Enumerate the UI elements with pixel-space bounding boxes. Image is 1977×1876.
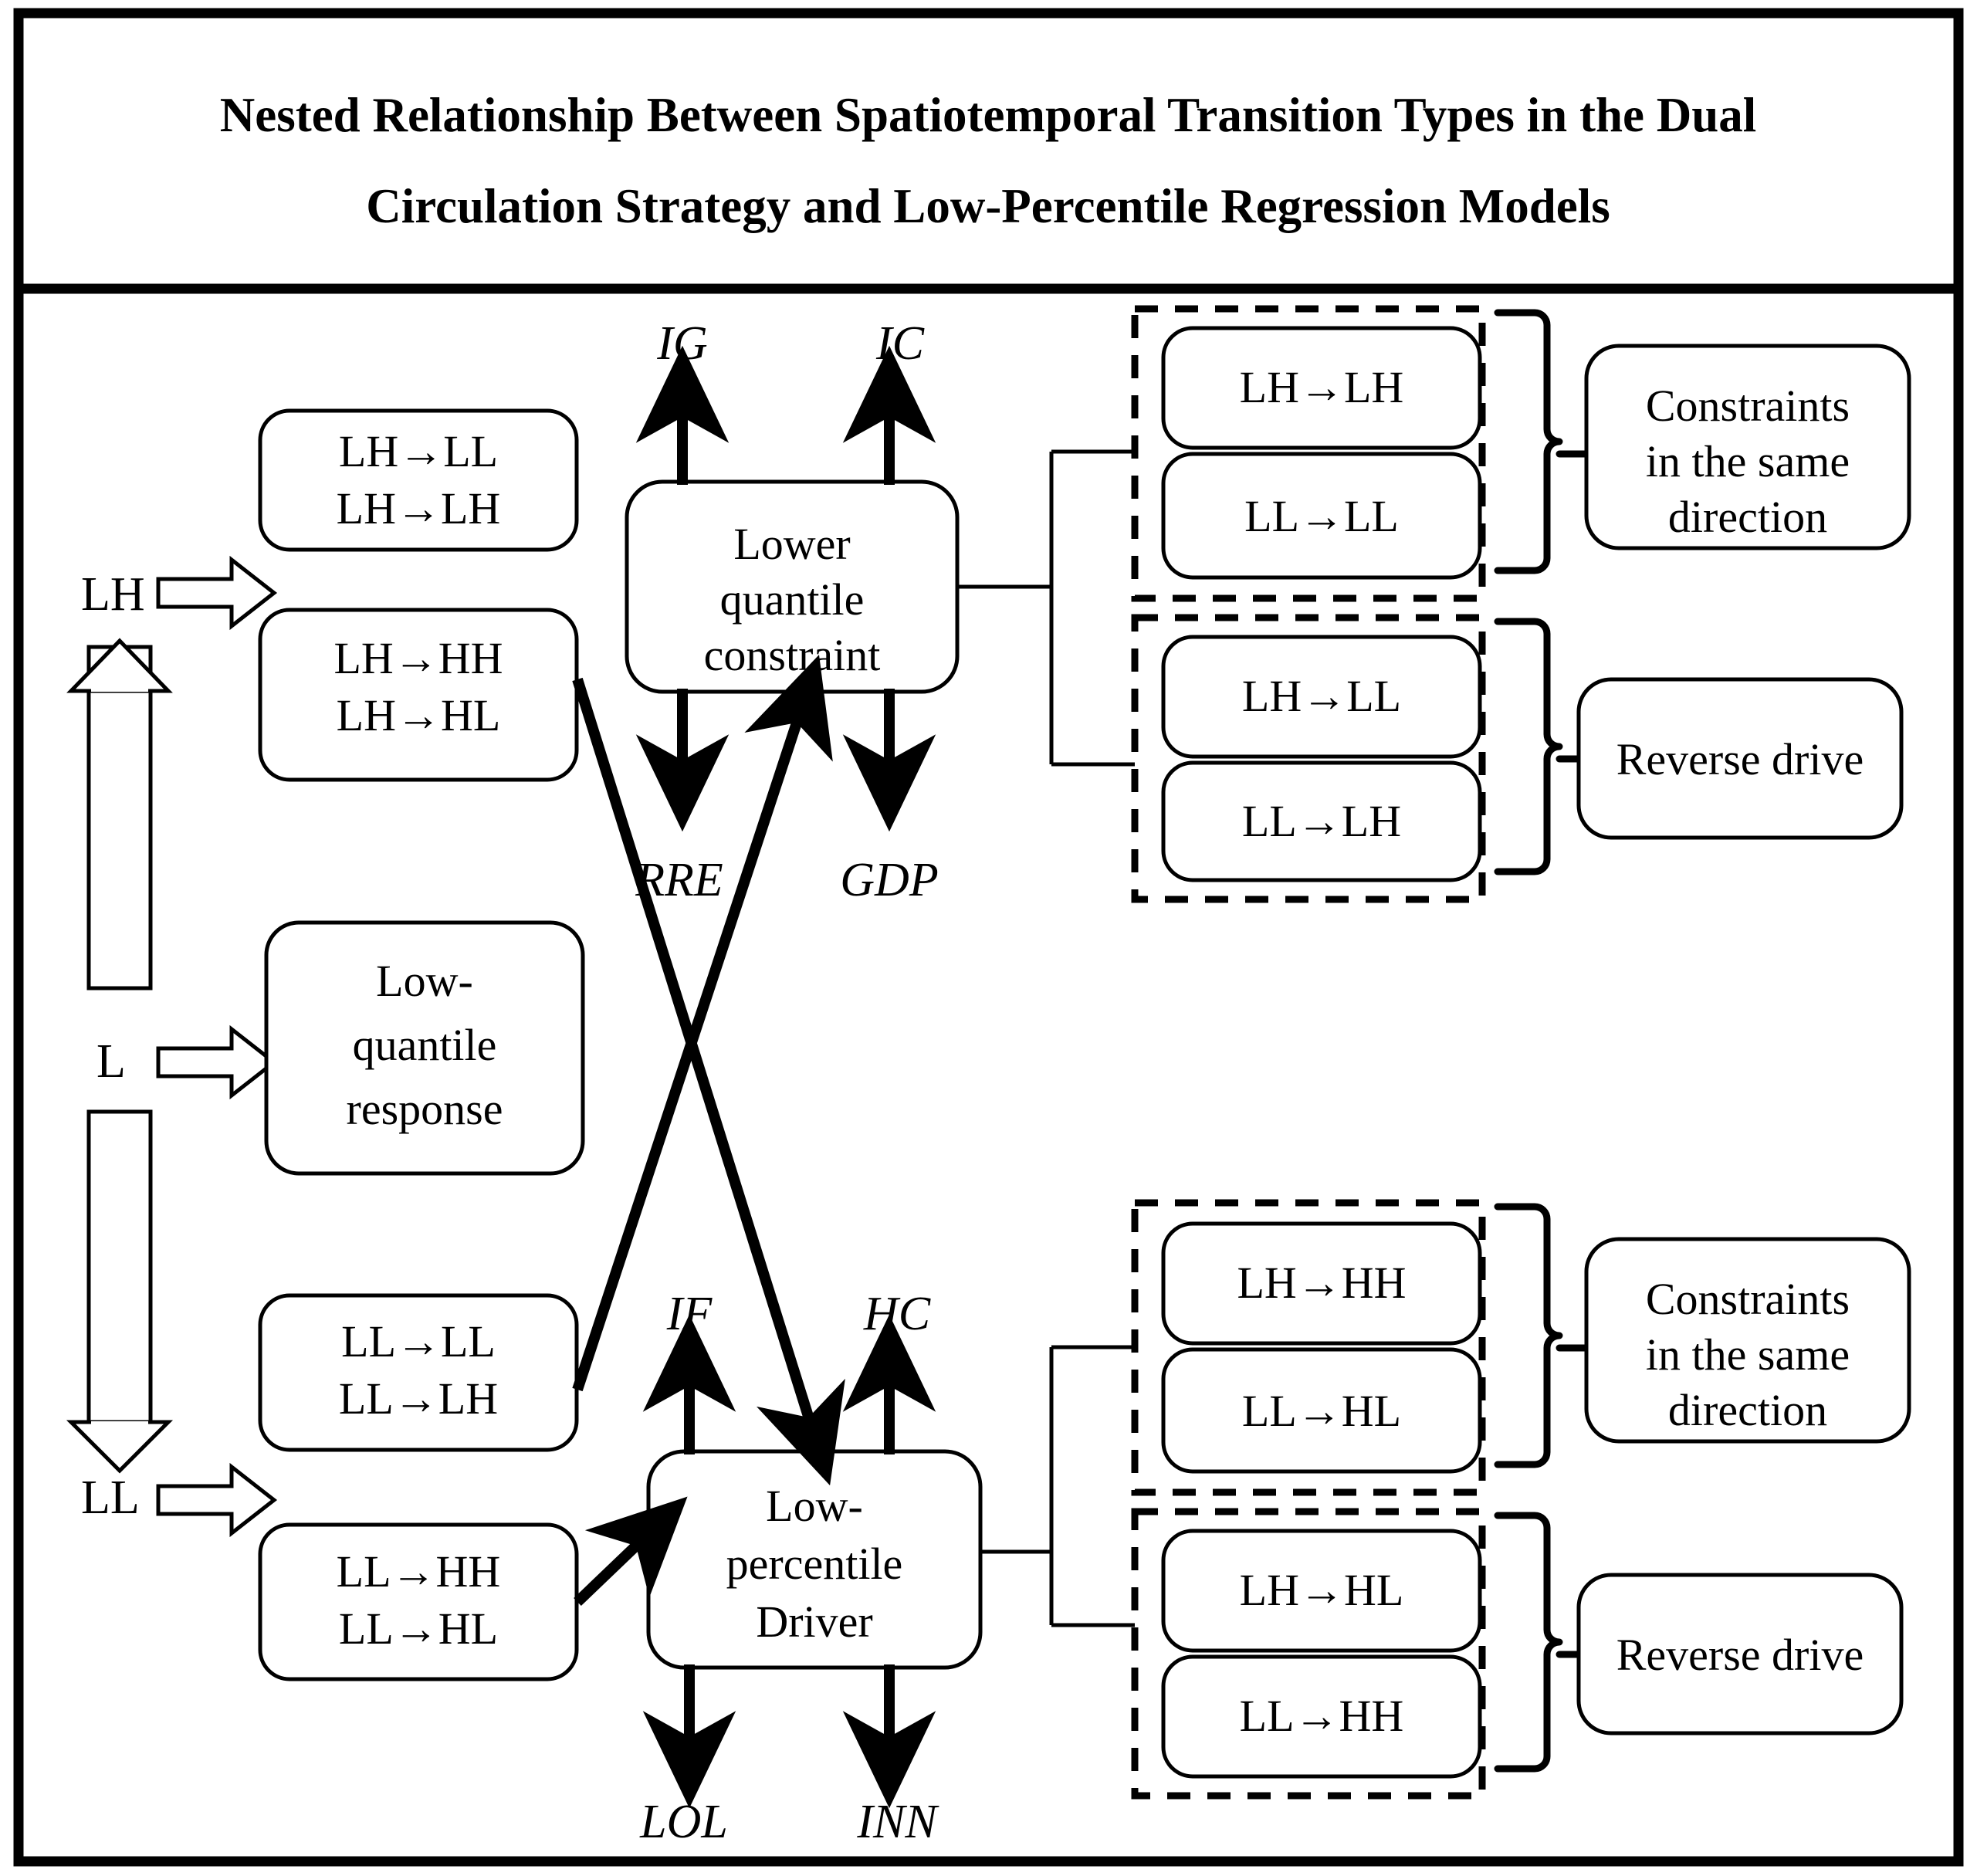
right-label-upper-reverse-line1: Reverse drive [1616, 734, 1864, 784]
arrow-lh-high-to-driver [572, 677, 845, 1486]
axis-label-lh: LH [81, 568, 145, 621]
axis-down-block-arrow-head [66, 1420, 174, 1474]
low-quantile-response-line1: Low- [376, 956, 473, 1006]
right-box-lower-reverse-1-label: LH→HL [1240, 1565, 1404, 1615]
right-label-upper-same-line3: direction [1668, 492, 1827, 542]
variable-ic: IC [875, 317, 925, 370]
connector-driver-to-groups [980, 1345, 1135, 1627]
right-box-lower-same-1[interactable]: LH→HH [1161, 1221, 1482, 1346]
center-box-lower-quantile-constraint[interactable]: Lower quantile constraint [625, 479, 960, 694]
right-box-lower-same-2[interactable]: LL→HL [1161, 1347, 1482, 1474]
left-box-lh-low-line2: LH→LH [337, 483, 501, 533]
right-box-upper-same-1[interactable]: LH→LH [1161, 326, 1482, 450]
left-box-lh-low[interactable]: LH→LL LH→LH [258, 408, 579, 552]
left-box-ll-low-line1: LL→LL [341, 1316, 496, 1366]
lower-quantile-constraint-line3: constraint [704, 630, 881, 680]
variable-if: IF [666, 1288, 713, 1340]
left-box-ll-high-line2: LL→HL [339, 1603, 498, 1654]
left-box-ll-high-line1: LL→HH [337, 1546, 501, 1597]
lower-quantile-constraint-line1: Lower [733, 519, 850, 569]
dashed-group-lower-reverse [1131, 1508, 1486, 1800]
right-box-upper-reverse-2[interactable]: LL→LH [1161, 760, 1482, 882]
low-quantile-response-line2: quantile [353, 1020, 497, 1070]
variable-lol: LOL [639, 1796, 728, 1848]
right-label-lower-same-line2: in the same [1646, 1329, 1850, 1380]
left-box-lh-high-line2: LH→HL [337, 690, 501, 740]
pointer-arrow-l [156, 1024, 278, 1100]
center-box-low-percentile-driver[interactable]: Low- percentile Driver [646, 1449, 983, 1670]
variable-hc: HC [863, 1288, 931, 1340]
variable-ig: IG [656, 317, 707, 370]
right-label-lower-same-line1: Constraints [1646, 1274, 1850, 1324]
left-box-ll-low[interactable]: LL→LL LL→LH [258, 1293, 579, 1452]
figure-outer-frame [13, 8, 1964, 1867]
left-box-low-quantile-response[interactable]: Low- quantile response [264, 920, 585, 1176]
right-label-lower-same-line3: direction [1668, 1385, 1827, 1435]
right-box-lower-same-1-label: LH→HH [1237, 1258, 1406, 1308]
axis-label-ll: LL [81, 1471, 140, 1524]
right-label-lower-reverse-line1: Reverse drive [1616, 1630, 1864, 1680]
left-box-ll-low-line2: LL→LH [339, 1373, 498, 1424]
brace-lower-same [1494, 1203, 1563, 1468]
right-box-upper-same-1-label: LH→LH [1240, 362, 1404, 412]
pointer-arrow-ll [156, 1462, 278, 1538]
low-quantile-response-line3: response [347, 1084, 503, 1134]
axis-label-l: L [96, 1035, 126, 1088]
left-box-lh-high[interactable]: LH→HH LH→HL [258, 608, 579, 782]
left-box-ll-high[interactable]: LL→HH LL→HL [258, 1522, 579, 1681]
arrow-ll-low-to-constraint [572, 655, 833, 1392]
dashed-group-upper-same [1131, 305, 1486, 602]
right-box-lower-reverse-2[interactable]: LL→HH [1161, 1654, 1482, 1779]
pointer-arrow-lh [156, 555, 278, 631]
axis-up-block-arrow [86, 645, 153, 990]
right-box-upper-same-2[interactable]: LL→LL [1161, 452, 1482, 580]
right-box-upper-reverse-1[interactable]: LH→LL [1161, 635, 1482, 759]
variable-gdp: GDP [840, 854, 938, 906]
right-box-upper-reverse-2-label: LL→LH [1242, 796, 1401, 846]
axis-down-block-arrow [86, 1109, 153, 1427]
lower-quantile-constraint-line2: quantile [720, 574, 865, 625]
low-percentile-driver-line2: percentile [726, 1539, 903, 1589]
right-label-lower-reverse[interactable]: Reverse drive [1576, 1573, 1904, 1735]
right-box-lower-same-2-label: LL→HL [1242, 1386, 1401, 1436]
brace-upper-reverse [1494, 618, 1563, 875]
right-label-upper-same-line2: in the same [1646, 436, 1850, 486]
dashed-group-lower-same [1131, 1199, 1486, 1496]
figure-title-line1: Nested Relationship Between Spatiotempor… [220, 88, 1756, 142]
right-label-lower-same[interactable]: Constraints in the same direction [1584, 1237, 1911, 1444]
right-box-upper-same-2-label: LL→LL [1244, 491, 1399, 541]
brace-lower-reverse [1494, 1512, 1563, 1773]
axis-up-block-arrow-head [66, 638, 173, 693]
left-box-lh-high-line1: LH→HH [333, 633, 503, 683]
arrow-ll-high-to-driver [574, 1496, 688, 1607]
right-box-lower-reverse-1[interactable]: LH→HL [1161, 1529, 1482, 1653]
left-box-lh-low-line1: LH→LL [339, 426, 498, 476]
connector-constraint-to-groups [957, 449, 1135, 767]
right-box-lower-reverse-2-label: LL→HH [1240, 1691, 1404, 1741]
figure-title-line2: Circulation Strategy and Low-Percentile … [366, 179, 1610, 233]
dashed-group-upper-reverse [1131, 614, 1486, 903]
variable-inn: INN [856, 1796, 939, 1848]
right-label-upper-same[interactable]: Constraints in the same direction [1584, 344, 1911, 550]
low-percentile-driver-line3: Driver [756, 1597, 872, 1647]
right-label-upper-reverse[interactable]: Reverse drive [1576, 677, 1904, 840]
right-label-upper-same-line1: Constraints [1646, 381, 1850, 431]
brace-upper-same [1494, 309, 1563, 574]
right-box-upper-reverse-1-label: LH→LL [1242, 671, 1401, 721]
low-percentile-driver-line1: Low- [766, 1481, 863, 1531]
